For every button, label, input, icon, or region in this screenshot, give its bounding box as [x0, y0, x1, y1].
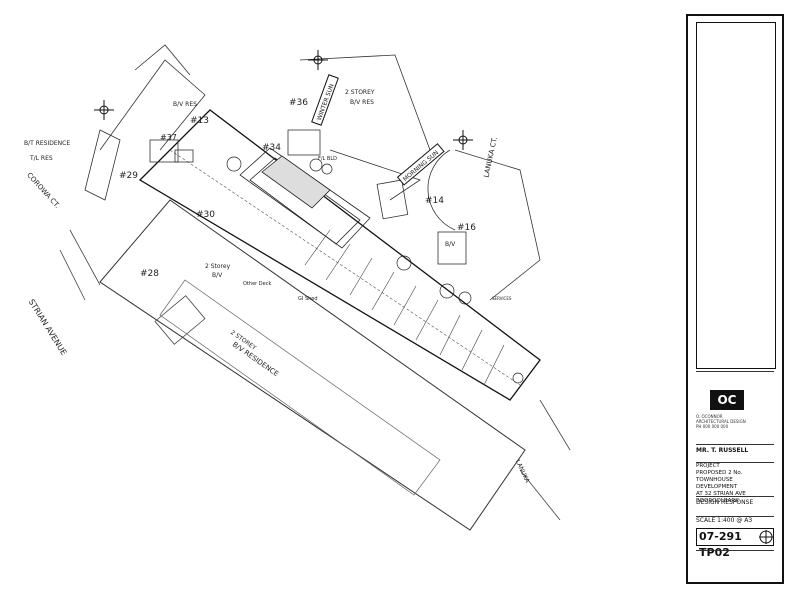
- firm-line: PH 000 000 000: [696, 424, 729, 429]
- drawing-number: 07-291 TP02: [696, 528, 774, 559]
- unit-divisions: [304, 229, 505, 386]
- development-strip: [138, 109, 541, 401]
- right-side-lots: [287, 54, 541, 301]
- lot-34-label: #34: [262, 143, 281, 153]
- project-description: PROJECT PROPOSED 2 No. TOWNHOUSE DEVELOP…: [696, 462, 774, 505]
- lot-36-label: #36: [289, 98, 308, 108]
- north-point-icon: [759, 530, 773, 544]
- project-line: BOOROOLBARK: [696, 498, 739, 504]
- sun-icon-1: [308, 50, 328, 70]
- street-corowa-ct: COROWA CT.: [25, 171, 61, 210]
- sun-icon-2: [94, 100, 114, 120]
- street-strian-avenue: STRIAN AVENUE: [27, 298, 69, 357]
- revision-rows: [696, 371, 774, 386]
- upper-left-lots: [84, 44, 206, 201]
- firm-line: O. OCONNOR: [696, 414, 723, 419]
- note-gi-shed: GI Shed: [298, 296, 318, 302]
- client-name: MR. T. RUSSELL: [696, 444, 774, 454]
- lot-14-label: #14: [425, 196, 444, 206]
- lot-16-label: #16: [457, 223, 476, 233]
- lot-30-label: #30: [196, 210, 215, 220]
- note-bv-res-a: B/V RES: [350, 99, 374, 106]
- note-bt-residence: B/T RESIDENCE: [24, 140, 70, 147]
- scale-row: SCALE 1:400 @ A3: [696, 516, 774, 527]
- lot-13-label: #13: [190, 116, 209, 126]
- note-bv-res-b: B/V RES: [173, 101, 197, 108]
- note-2-storey: 2 STOREY: [345, 89, 375, 96]
- lot-28-dwelling: [159, 279, 441, 496]
- note-other-deck: Other Deck: [243, 281, 271, 287]
- project-line: AT 32 STRIAN AVE: [696, 491, 746, 497]
- note-bv: B/V: [212, 272, 223, 279]
- roads: [59, 229, 571, 521]
- note-b-v: B/V: [445, 241, 456, 248]
- firm-line: ARCHITECTURAL DESIGN: [696, 419, 746, 424]
- lot-28-boundary: [99, 199, 526, 531]
- note-fl-bld: F/L BLD: [318, 156, 337, 162]
- title-block-blank-panel: [696, 22, 776, 369]
- street-lanuka-ct: LANUKA CT.: [482, 136, 498, 178]
- morning-sun-sign: [396, 143, 445, 186]
- project-line: TOWNHOUSE DEVELOPMENT: [696, 477, 738, 490]
- townhouse-footprint: [239, 147, 371, 249]
- firm-details: O. OCONNOR ARCHITECTURAL DESIGN PH 000 0…: [696, 414, 774, 438]
- lot-28-outbuilding: [154, 295, 206, 345]
- note-tl-res: T/L RES: [29, 155, 53, 162]
- label-lanuka: LANUKA: [514, 459, 531, 485]
- firm-logo: OC: [710, 390, 744, 410]
- note-2-storey-b: 2 Storey: [205, 263, 231, 270]
- trees: [226, 156, 524, 384]
- lot-37-label: #37: [160, 133, 177, 142]
- winter-sun-sign: [311, 74, 339, 126]
- project-label: PROJECT: [696, 463, 720, 469]
- sun-icon-3: [453, 130, 473, 150]
- title-block: OC O. OCONNOR ARCHITECTURAL DESIGN PH 00…: [686, 14, 784, 584]
- drawing-type: DESIGN RESPONSE: [696, 496, 774, 506]
- lot-28-label: #28: [140, 269, 159, 279]
- drawing-notes: [696, 550, 774, 581]
- strip-centreline: [169, 149, 521, 386]
- project-line: PROPOSED 2 No.: [696, 470, 743, 476]
- lot-29-label: #29: [119, 171, 138, 181]
- label-services: SERVICES: [492, 296, 512, 301]
